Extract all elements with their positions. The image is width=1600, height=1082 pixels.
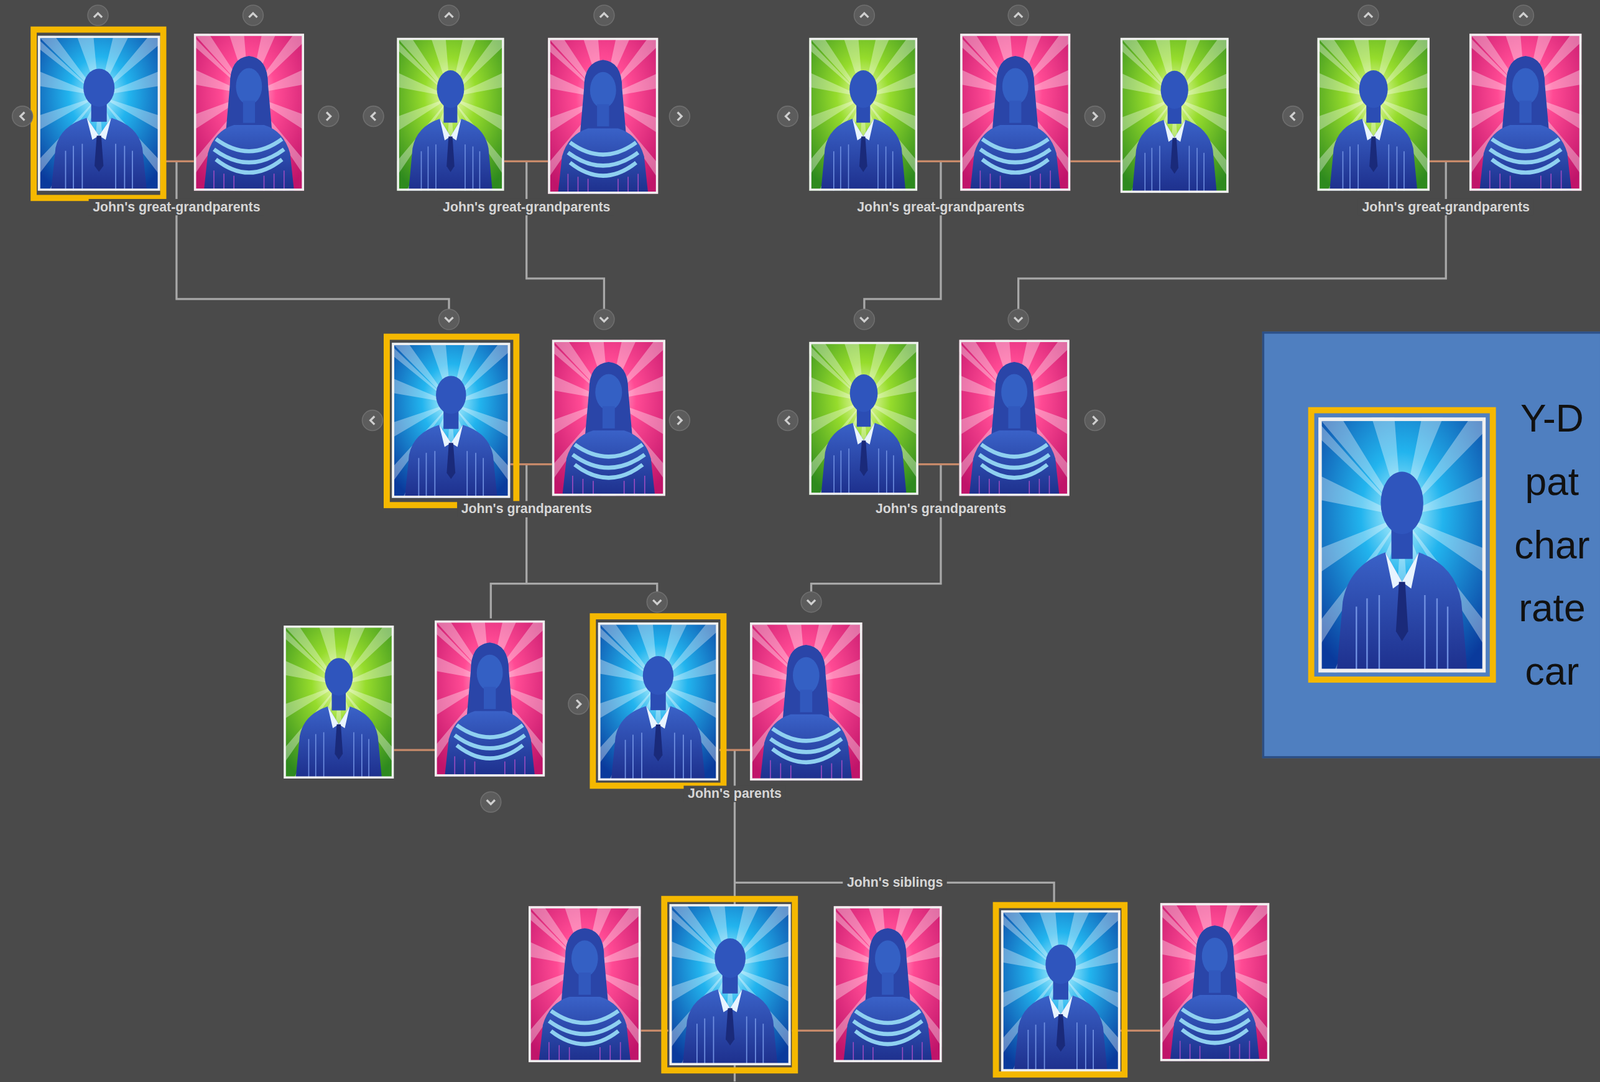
portrait-card	[37, 35, 161, 191]
portrait-card	[958, 339, 1069, 496]
relation-label: John's great-grandparents	[1358, 198, 1535, 216]
note-text: Y-D pat char rate car	[1504, 386, 1599, 704]
portrait-card	[194, 33, 305, 191]
portrait-card	[833, 906, 943, 1063]
relation-label: John's great-grandparents	[853, 198, 1030, 216]
portrait-card	[1120, 37, 1229, 193]
y-dna-highlight-frames	[33, 29, 1125, 1075]
portrait-card	[1317, 37, 1430, 191]
relation-label: John's great-grandparents	[438, 198, 615, 216]
portrait-card	[396, 37, 504, 191]
y-dna-portrait	[1305, 404, 1500, 686]
relation-label: John's grandparents	[457, 501, 596, 518]
portrait-card	[283, 625, 394, 779]
portrait-card	[1001, 910, 1121, 1072]
portrait-card	[1160, 902, 1270, 1061]
portrait-card	[669, 904, 791, 1066]
portrait-card	[809, 37, 918, 191]
portrait-card	[552, 339, 666, 496]
relation-label: John's siblings	[842, 874, 948, 891]
relation-label: John's parents	[683, 786, 786, 803]
portrait-card	[598, 622, 719, 781]
portrait-card	[960, 33, 1071, 191]
portrait-card	[434, 620, 545, 777]
portrait-card	[391, 342, 510, 498]
note-panel: Y-D pat char rate car	[1262, 331, 1600, 759]
portrait-card	[809, 342, 919, 495]
portrait-card	[1469, 33, 1582, 191]
portrait-card	[528, 906, 642, 1063]
relation-label: John's grandparents	[871, 501, 1010, 518]
portrait-card	[749, 622, 863, 781]
portrait-cards	[37, 33, 1582, 1072]
relation-label: John's great-grandparents	[88, 198, 265, 216]
lineage-lines	[176, 161, 1446, 1082]
portrait-card	[547, 37, 658, 195]
